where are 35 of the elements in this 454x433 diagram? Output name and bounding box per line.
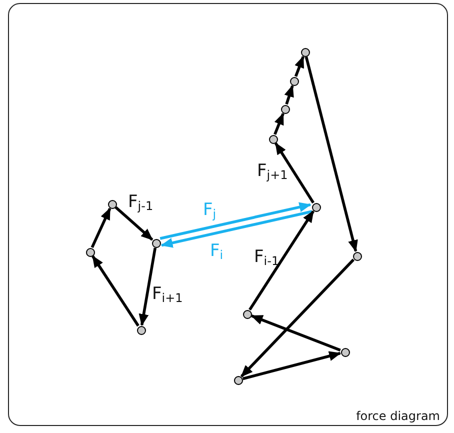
force-arrow	[90, 208, 112, 248]
point-marker	[136, 326, 146, 334]
force-label: F$_{i+1}$	[152, 286, 183, 304]
force-arrow	[274, 112, 284, 135]
point-marker	[108, 200, 116, 208]
force-label: F$_{i}$	[210, 243, 224, 261]
point-marker	[340, 348, 350, 356]
point-marker	[352, 252, 362, 260]
force-arrow	[248, 210, 314, 311]
point-marker	[268, 134, 278, 144]
point-marker	[280, 104, 290, 114]
force-arrow	[294, 56, 305, 77]
point-marker	[152, 238, 160, 248]
force-label: F$_{j}$	[203, 202, 216, 220]
point-marker	[290, 76, 298, 86]
force-arrow	[284, 84, 294, 105]
point-marker	[86, 248, 94, 256]
point-marker	[312, 202, 320, 212]
force-arrow	[160, 202, 312, 240]
force-arrow	[250, 314, 341, 352]
force-label: F$_{j-1}$	[128, 194, 154, 212]
caption: force diagram	[356, 409, 440, 423]
force-arrow	[304, 56, 358, 252]
force-arrow	[274, 142, 315, 204]
point-marker	[234, 376, 242, 384]
force-arrow	[242, 351, 342, 380]
force-label: F$_{j+1}$	[257, 163, 288, 181]
force-label: F$_{i-1}$	[254, 249, 280, 267]
force-arrow	[114, 206, 154, 241]
point-marker	[300, 48, 310, 56]
force-arrow	[240, 258, 355, 378]
force-arrow	[160, 210, 312, 248]
force-arrow	[138, 248, 157, 326]
point-marker	[242, 310, 252, 318]
force-arrow	[92, 255, 140, 327]
